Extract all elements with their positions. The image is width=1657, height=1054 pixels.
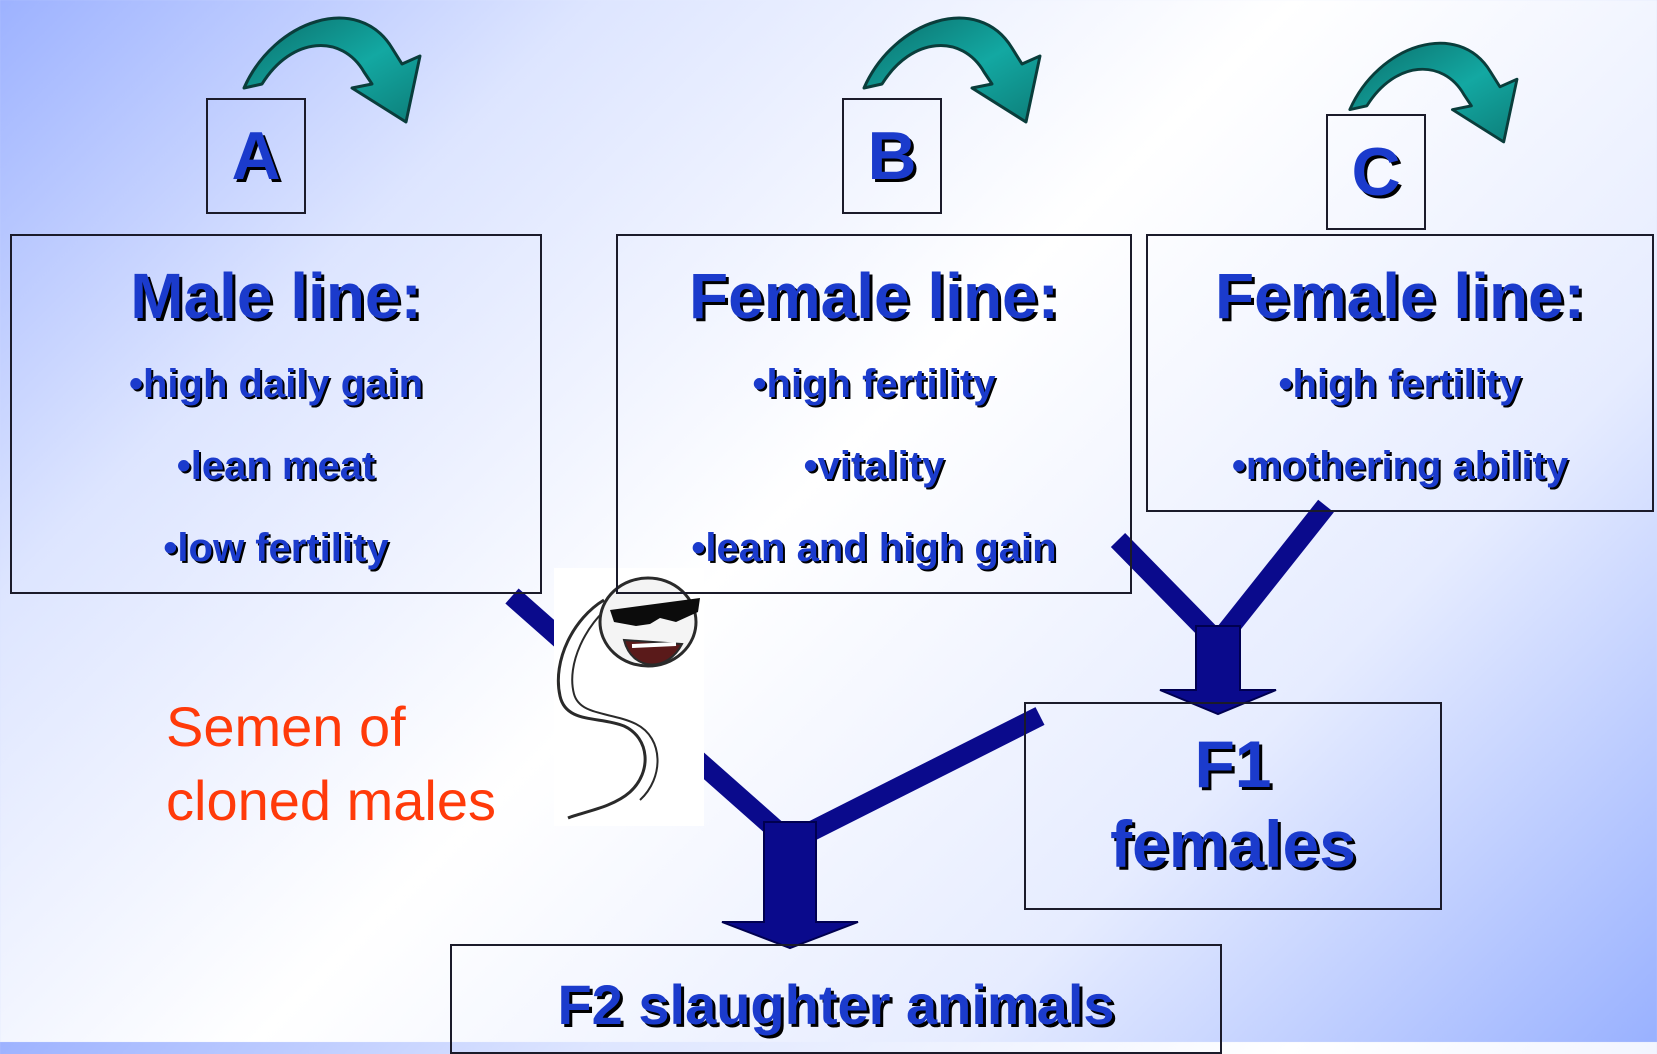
female-line-b-box: Female line: •high fertility •vitality •… (616, 234, 1132, 594)
letter-c-label: C (1351, 133, 1400, 211)
f1-line2: females (1026, 804, 1440, 884)
sperm-mascot-icon (554, 568, 704, 826)
male-line-box: Male line: •high daily gain •lean meat •… (10, 234, 542, 594)
f2-slaughter-box: F2 slaughter animals (450, 944, 1222, 1054)
male-line-title: Male line: (12, 264, 540, 328)
male-trait-item: •lean meat (12, 446, 540, 486)
female-c-trait-item: •high fertility (1148, 364, 1652, 404)
f1-line1: F1 (1026, 724, 1440, 804)
connector-c-to-f1 (1218, 506, 1326, 642)
connector-f1-to-f2 (790, 716, 1040, 842)
letter-box-b: B (842, 98, 942, 214)
female-line-c-box: Female line: •high fertility •mothering … (1146, 234, 1654, 512)
semen-of-cloned-males-label: Semen of cloned males (166, 690, 496, 838)
letter-a-label: A (231, 117, 280, 195)
arrow-down-to-f2-icon (722, 822, 858, 948)
female-line-b-title: Female line: (618, 264, 1130, 328)
female-b-trait-item: •lean and high gain (618, 528, 1130, 568)
female-line-c-title: Female line: (1148, 264, 1652, 328)
letter-box-a: A (206, 98, 306, 214)
letter-b-label: B (867, 117, 916, 195)
female-b-trait-item: •high fertility (618, 364, 1130, 404)
male-trait-item: •high daily gain (12, 364, 540, 404)
letter-box-c: C (1326, 114, 1426, 230)
female-c-trait-item: •mothering ability (1148, 446, 1652, 486)
male-trait-item: •low fertility (12, 528, 540, 568)
f2-label: F2 slaughter animals (452, 972, 1220, 1037)
female-b-trait-item: •vitality (618, 446, 1130, 486)
arrow-down-to-f1-icon (1160, 626, 1276, 714)
f1-females-box: F1 females (1024, 702, 1442, 910)
